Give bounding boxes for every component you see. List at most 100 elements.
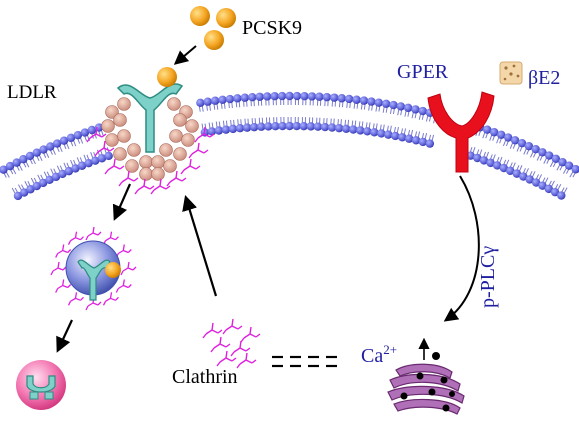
lipid-head [519, 172, 528, 181]
internalization-arrow [112, 183, 132, 221]
lipid-head [384, 130, 393, 139]
lipid-head [306, 122, 316, 131]
clathrin-triskelion [67, 292, 84, 306]
lipid-head [210, 96, 220, 105]
lipid-head [240, 93, 250, 102]
lipid-head [370, 128, 379, 137]
clathrin-triskelion [180, 158, 201, 175]
clathrin-triskelion [67, 231, 84, 245]
clathrin-triskelion [120, 261, 137, 276]
lipid-head [544, 184, 553, 194]
golgi-apparatus [387, 363, 465, 415]
lipid-head [538, 181, 547, 190]
clathrin-triskelion [194, 126, 215, 143]
lipid-head [330, 93, 339, 102]
lipid-head [262, 92, 272, 101]
lysosome-ldlr [26, 375, 56, 393]
lipid-head [12, 158, 21, 167]
pcsk9-label: PCSK9 [242, 17, 302, 39]
lipid-head [51, 172, 61, 182]
clathrin-triskelion [188, 142, 209, 159]
clathrin-triskelion [115, 279, 132, 293]
lipid-head [0, 165, 8, 174]
lipid-head [344, 94, 354, 104]
lipid-head [38, 178, 48, 188]
lipid-head [292, 121, 301, 131]
lipid-head [218, 95, 227, 105]
coat-particle [169, 129, 183, 143]
lipid-head [404, 134, 414, 143]
lipid-head [538, 148, 547, 157]
clathrin-triskelion [55, 279, 72, 293]
lipid-head [39, 145, 48, 154]
lipid-head [551, 154, 561, 164]
lipid-head [396, 102, 406, 111]
clathrin-triskelion [85, 226, 102, 241]
clathrin-triskelion [102, 292, 119, 306]
lipid-head [299, 121, 308, 131]
lipid-head [249, 122, 259, 132]
lipid-head [87, 125, 97, 135]
lipid-head [52, 139, 62, 148]
gper-receptor [427, 91, 495, 173]
lipid-head [307, 92, 317, 101]
lipid-head [550, 187, 560, 197]
lipid-head [97, 154, 107, 163]
lipid-head [196, 98, 205, 108]
lipid-head [367, 97, 376, 106]
lipid-head [277, 91, 287, 101]
lipid-head [531, 144, 540, 154]
coat-particle [125, 159, 139, 173]
lipid-head [499, 163, 508, 173]
lipid-head [32, 181, 41, 191]
lysosome-fragment [29, 391, 39, 400]
lipid-head [19, 155, 28, 164]
lipid-heads [0, 91, 579, 201]
gper-label: GPER [397, 61, 449, 83]
ldlr-label: LDLR [7, 82, 57, 103]
clathrin-triskelion [102, 231, 119, 245]
clathrin-triskelia [86, 126, 215, 195]
coat-particle [173, 147, 187, 161]
lipid-head [391, 131, 400, 141]
lipid-head [337, 94, 346, 103]
lipid-head [356, 126, 365, 135]
lipid-head [512, 169, 522, 178]
lipid-head [531, 178, 541, 187]
recycling-arrow [182, 195, 218, 297]
lipid-head [377, 129, 386, 138]
lipid-head [25, 151, 35, 161]
lipid-head [45, 175, 54, 185]
lipid-head [486, 158, 495, 168]
coat-particle [117, 97, 131, 111]
lipid-head [26, 185, 35, 194]
lipid-head [73, 130, 83, 140]
lipid-head [20, 188, 29, 197]
lipid-head [327, 123, 337, 132]
coat-particle [181, 133, 195, 147]
clathrin-triskelion [50, 261, 67, 276]
lipid-head [341, 124, 351, 134]
lipid-head [58, 169, 67, 179]
clathrin-triskelion [86, 126, 107, 143]
lipid-head [91, 156, 100, 165]
lipid-head [255, 92, 264, 101]
lipid-head [497, 130, 506, 140]
ldlr-receptor [116, 83, 184, 153]
calcium-ions [400, 352, 455, 412]
coat-particle [139, 167, 153, 181]
lipid-head [313, 122, 323, 131]
lipid-head [59, 136, 69, 145]
pcsk9-particle [216, 8, 236, 28]
lipid-head [292, 91, 302, 101]
lipid-head [278, 121, 287, 131]
lysosome-arrow [56, 319, 73, 353]
lipid-head [84, 158, 93, 168]
free-clathrin-cluster [202, 318, 261, 369]
lipid-head [473, 153, 482, 163]
lipid-head [264, 122, 273, 131]
lipid-head [525, 175, 534, 184]
lipid-head [32, 148, 41, 157]
lipid-head [483, 125, 492, 134]
coat-particle [117, 129, 131, 143]
